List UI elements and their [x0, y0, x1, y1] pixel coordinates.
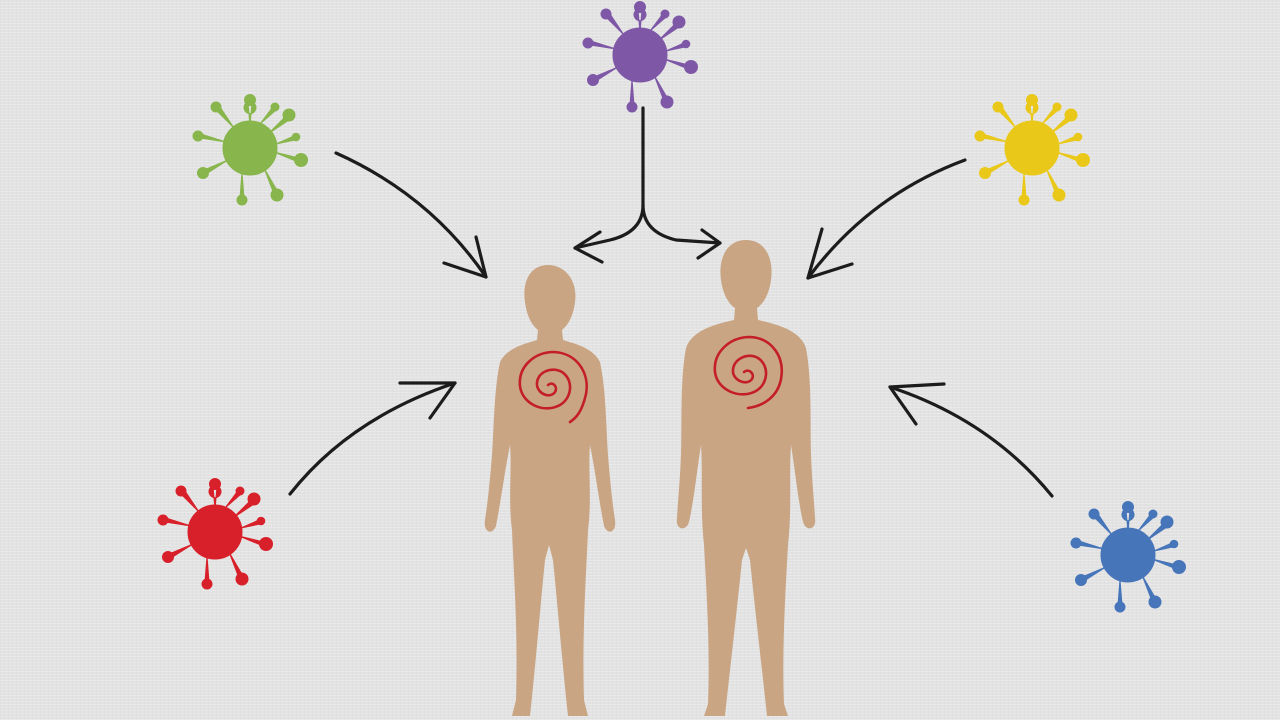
arrow-red-to-female [288, 381, 457, 496]
arrow-yellow-to-male [806, 158, 967, 280]
person-silhouette-icon [484, 265, 616, 716]
person-male [676, 240, 816, 716]
person-female [484, 265, 616, 716]
virus-purple-icon [582, 1, 698, 113]
arrow-blue-to-male [888, 382, 1054, 498]
arrow-purple-split [573, 106, 722, 264]
virus-green-icon [192, 94, 308, 206]
chest-spiral-icon [518, 350, 588, 424]
virus-red-icon [157, 478, 273, 590]
virus-blue-icon [1070, 501, 1186, 613]
virus-yellow-icon [974, 94, 1090, 206]
arrow-green-to-female [334, 151, 488, 279]
person-silhouette-icon [676, 240, 816, 716]
chest-spiral-icon [713, 335, 784, 410]
